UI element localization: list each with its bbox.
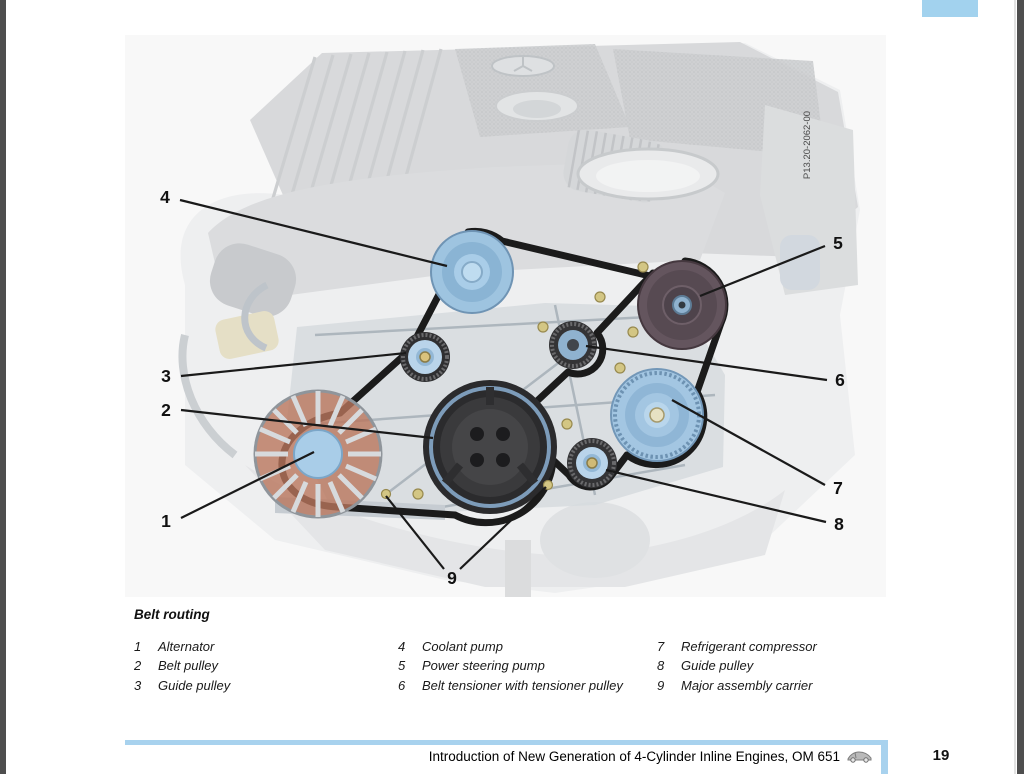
brand-star-emblem	[491, 55, 555, 77]
footer-chapter-title: Introduction of New Generation of 4-Cyli…	[125, 749, 873, 766]
callout-5: 5	[833, 233, 843, 253]
callout-leader-lines	[179, 198, 828, 570]
belt-tensioner-pulley	[549, 321, 597, 369]
footer-top-rule	[125, 740, 888, 745]
callout-1: 1	[161, 511, 171, 531]
callout-6: 6	[835, 370, 845, 390]
belt-routing-figure: 1 2 3 4 5 6 7 8 9 P13.20-2062-00	[125, 35, 886, 597]
callout-3: 3	[161, 366, 171, 386]
callout-4: 4	[160, 187, 170, 207]
callout-9: 9	[447, 568, 457, 588]
page-number: 19	[932, 747, 950, 764]
footer-right-rule	[881, 740, 888, 774]
belt-pulley-crankshaft	[423, 380, 557, 514]
power-steering-pump-pulley	[637, 260, 727, 350]
guide-pulley-lower	[567, 438, 617, 488]
guide-pulley-upper	[400, 332, 450, 382]
refrigerant-compressor-pulley	[610, 368, 704, 462]
legend-title: Belt routing	[134, 607, 210, 622]
alternator-pulley	[253, 389, 383, 519]
page-corner-tab	[922, 0, 978, 17]
callout-7: 7	[833, 478, 843, 498]
window-edge-right	[1017, 0, 1024, 774]
coolant-pump-pulley	[430, 230, 514, 314]
callout-2: 2	[161, 400, 171, 420]
car-icon	[846, 751, 873, 766]
page-edge-line	[1014, 0, 1016, 774]
figure-code: P13.20-2062-00	[802, 111, 813, 179]
engine-illustration: 1 2 3 4 5 6 7 8 9 P13.20-2062-00	[160, 42, 861, 597]
carrier-bolts	[380, 261, 649, 500]
callout-8: 8	[834, 514, 844, 534]
window-edge-left	[0, 0, 6, 774]
